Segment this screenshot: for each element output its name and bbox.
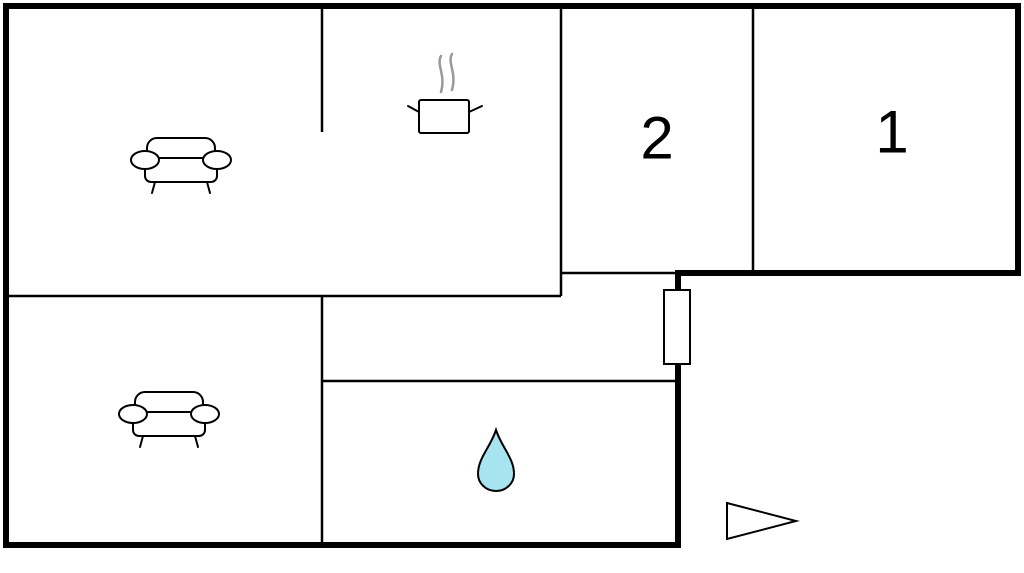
sofa-icon <box>130 137 232 194</box>
room-number-2: 2 <box>640 105 673 172</box>
steaming-pot-icon <box>407 52 483 134</box>
water-drop-icon <box>476 426 516 492</box>
interior-walls <box>6 6 755 545</box>
sofa-icon <box>118 391 220 448</box>
north-arrow-icon <box>726 501 800 541</box>
door-icon <box>663 289 691 365</box>
room-number-1: 1 <box>875 99 908 166</box>
